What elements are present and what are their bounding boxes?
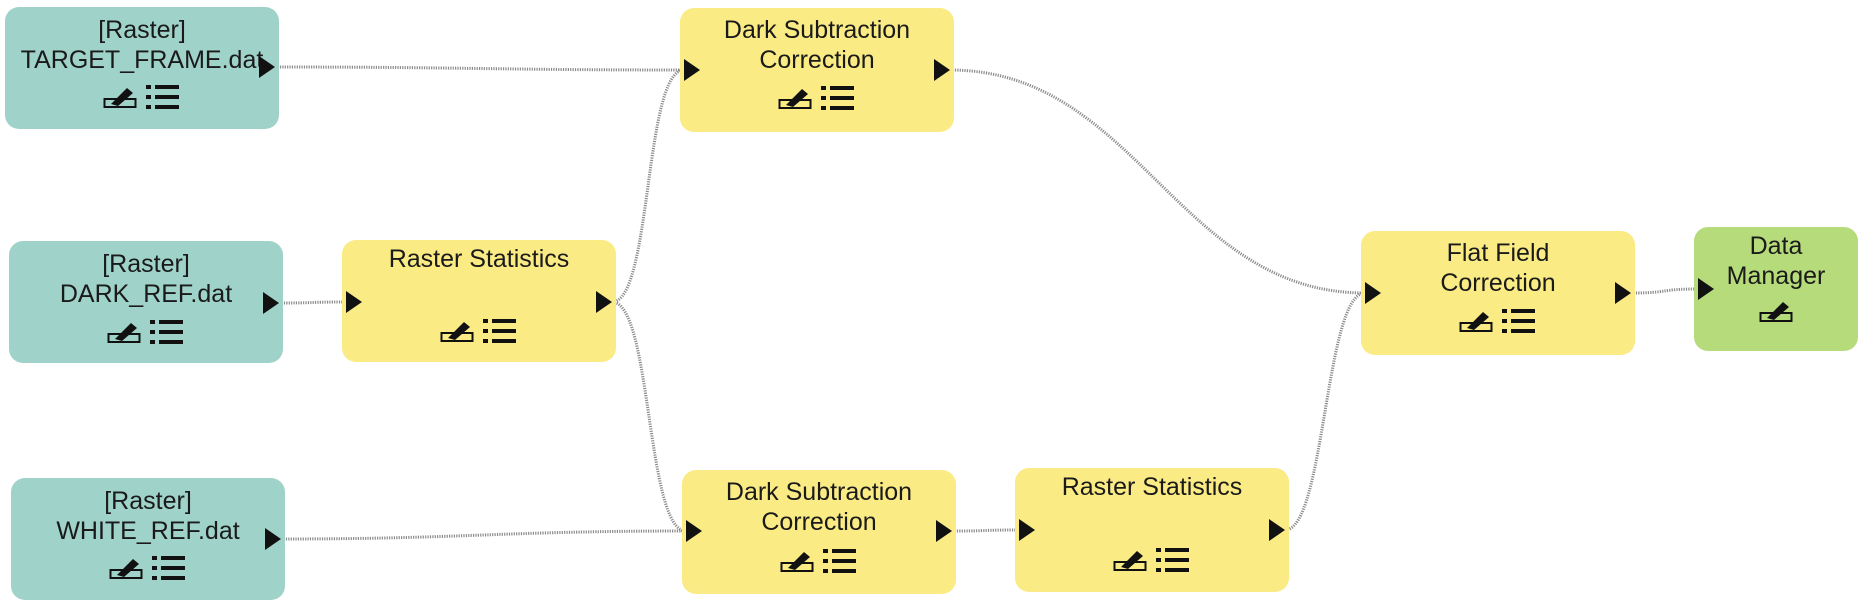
edit-icon[interactable]	[107, 320, 141, 344]
list-icon[interactable]	[822, 547, 858, 575]
list-icon[interactable]	[149, 318, 185, 346]
list-icon[interactable]	[151, 554, 187, 582]
connector-raster-stats-1-to-dark-sub-2	[611, 300, 687, 533]
node-raster-stats-2[interactable]: Raster Statistics	[1015, 468, 1289, 592]
edit-icon[interactable]	[109, 556, 143, 580]
node-icons	[342, 317, 616, 345]
input-port[interactable]	[684, 59, 700, 81]
node-label: Dark Subtraction Correction	[725, 478, 913, 536]
output-port[interactable]	[1615, 282, 1631, 304]
output-port[interactable]	[596, 291, 612, 313]
connector-raster-stats-2-to-flat-field	[1284, 291, 1366, 532]
node-data-manager[interactable]: Data Manager	[1694, 227, 1858, 351]
output-port[interactable]	[934, 59, 950, 81]
list-icon[interactable]	[820, 84, 856, 112]
edit-icon[interactable]	[440, 319, 474, 343]
node-dark-sub-2[interactable]: Dark Subtraction Correction	[682, 470, 956, 594]
input-port[interactable]	[686, 520, 702, 542]
list-icon[interactable]	[1501, 307, 1537, 335]
output-port[interactable]	[265, 528, 281, 550]
connector-dark-sub-1-to-flat-field	[949, 68, 1366, 295]
node-label: Raster Statistics	[388, 245, 570, 273]
node-label: [Raster] WHITE_REF.dat	[56, 487, 240, 545]
node-label: [Raster] DARK_REF.dat	[59, 250, 233, 308]
list-icon[interactable]	[1155, 546, 1191, 574]
connector-dark-ref-to-raster-stats-1	[278, 300, 347, 305]
node-icons	[9, 318, 283, 346]
node-white-ref[interactable]: [Raster] WHITE_REF.dat	[11, 478, 285, 600]
connector-flat-field-to-data-manager	[1630, 287, 1699, 295]
edit-icon[interactable]	[1113, 548, 1147, 572]
node-icons	[1694, 299, 1858, 323]
node-flat-field[interactable]: Flat Field Correction	[1361, 231, 1635, 355]
node-target[interactable]: [Raster] TARGET_FRAME.dat	[5, 7, 279, 129]
node-icons	[1015, 546, 1289, 574]
list-icon[interactable]	[482, 317, 518, 345]
node-label: Raster Statistics	[1061, 473, 1243, 501]
connector-dark-sub-2-to-raster-stats-2	[951, 528, 1020, 533]
node-icons	[11, 554, 285, 582]
node-label: Flat Field Correction	[1440, 239, 1556, 297]
node-icons	[1361, 307, 1635, 335]
input-port[interactable]	[1365, 282, 1381, 304]
node-icons	[5, 83, 279, 111]
output-port[interactable]	[263, 292, 279, 314]
connector-white-ref-to-dark-sub-2	[280, 529, 687, 541]
input-port[interactable]	[1019, 519, 1035, 541]
node-label: [Raster] TARGET_FRAME.dat	[20, 16, 264, 74]
node-dark-sub-1[interactable]: Dark Subtraction Correction	[680, 8, 954, 132]
node-label: Data Manager	[1726, 232, 1826, 290]
edit-icon[interactable]	[780, 549, 814, 573]
list-icon[interactable]	[145, 83, 181, 111]
node-icons	[680, 84, 954, 112]
input-port[interactable]	[1698, 278, 1714, 300]
output-port[interactable]	[1269, 519, 1285, 541]
connector-raster-stats-1-to-dark-sub-1	[611, 68, 685, 304]
node-icons	[682, 547, 956, 575]
output-port[interactable]	[936, 520, 952, 542]
input-port[interactable]	[346, 291, 362, 313]
edit-icon[interactable]	[1459, 309, 1493, 333]
connector-target-to-dark-sub-1	[274, 65, 685, 72]
edit-icon[interactable]	[1759, 299, 1793, 323]
node-raster-stats-1[interactable]: Raster Statistics	[342, 240, 616, 362]
node-dark-ref[interactable]: [Raster] DARK_REF.dat	[9, 241, 283, 363]
output-port[interactable]	[259, 56, 275, 78]
node-label: Dark Subtraction Correction	[723, 16, 911, 74]
edit-icon[interactable]	[778, 86, 812, 110]
edit-icon[interactable]	[103, 85, 137, 109]
